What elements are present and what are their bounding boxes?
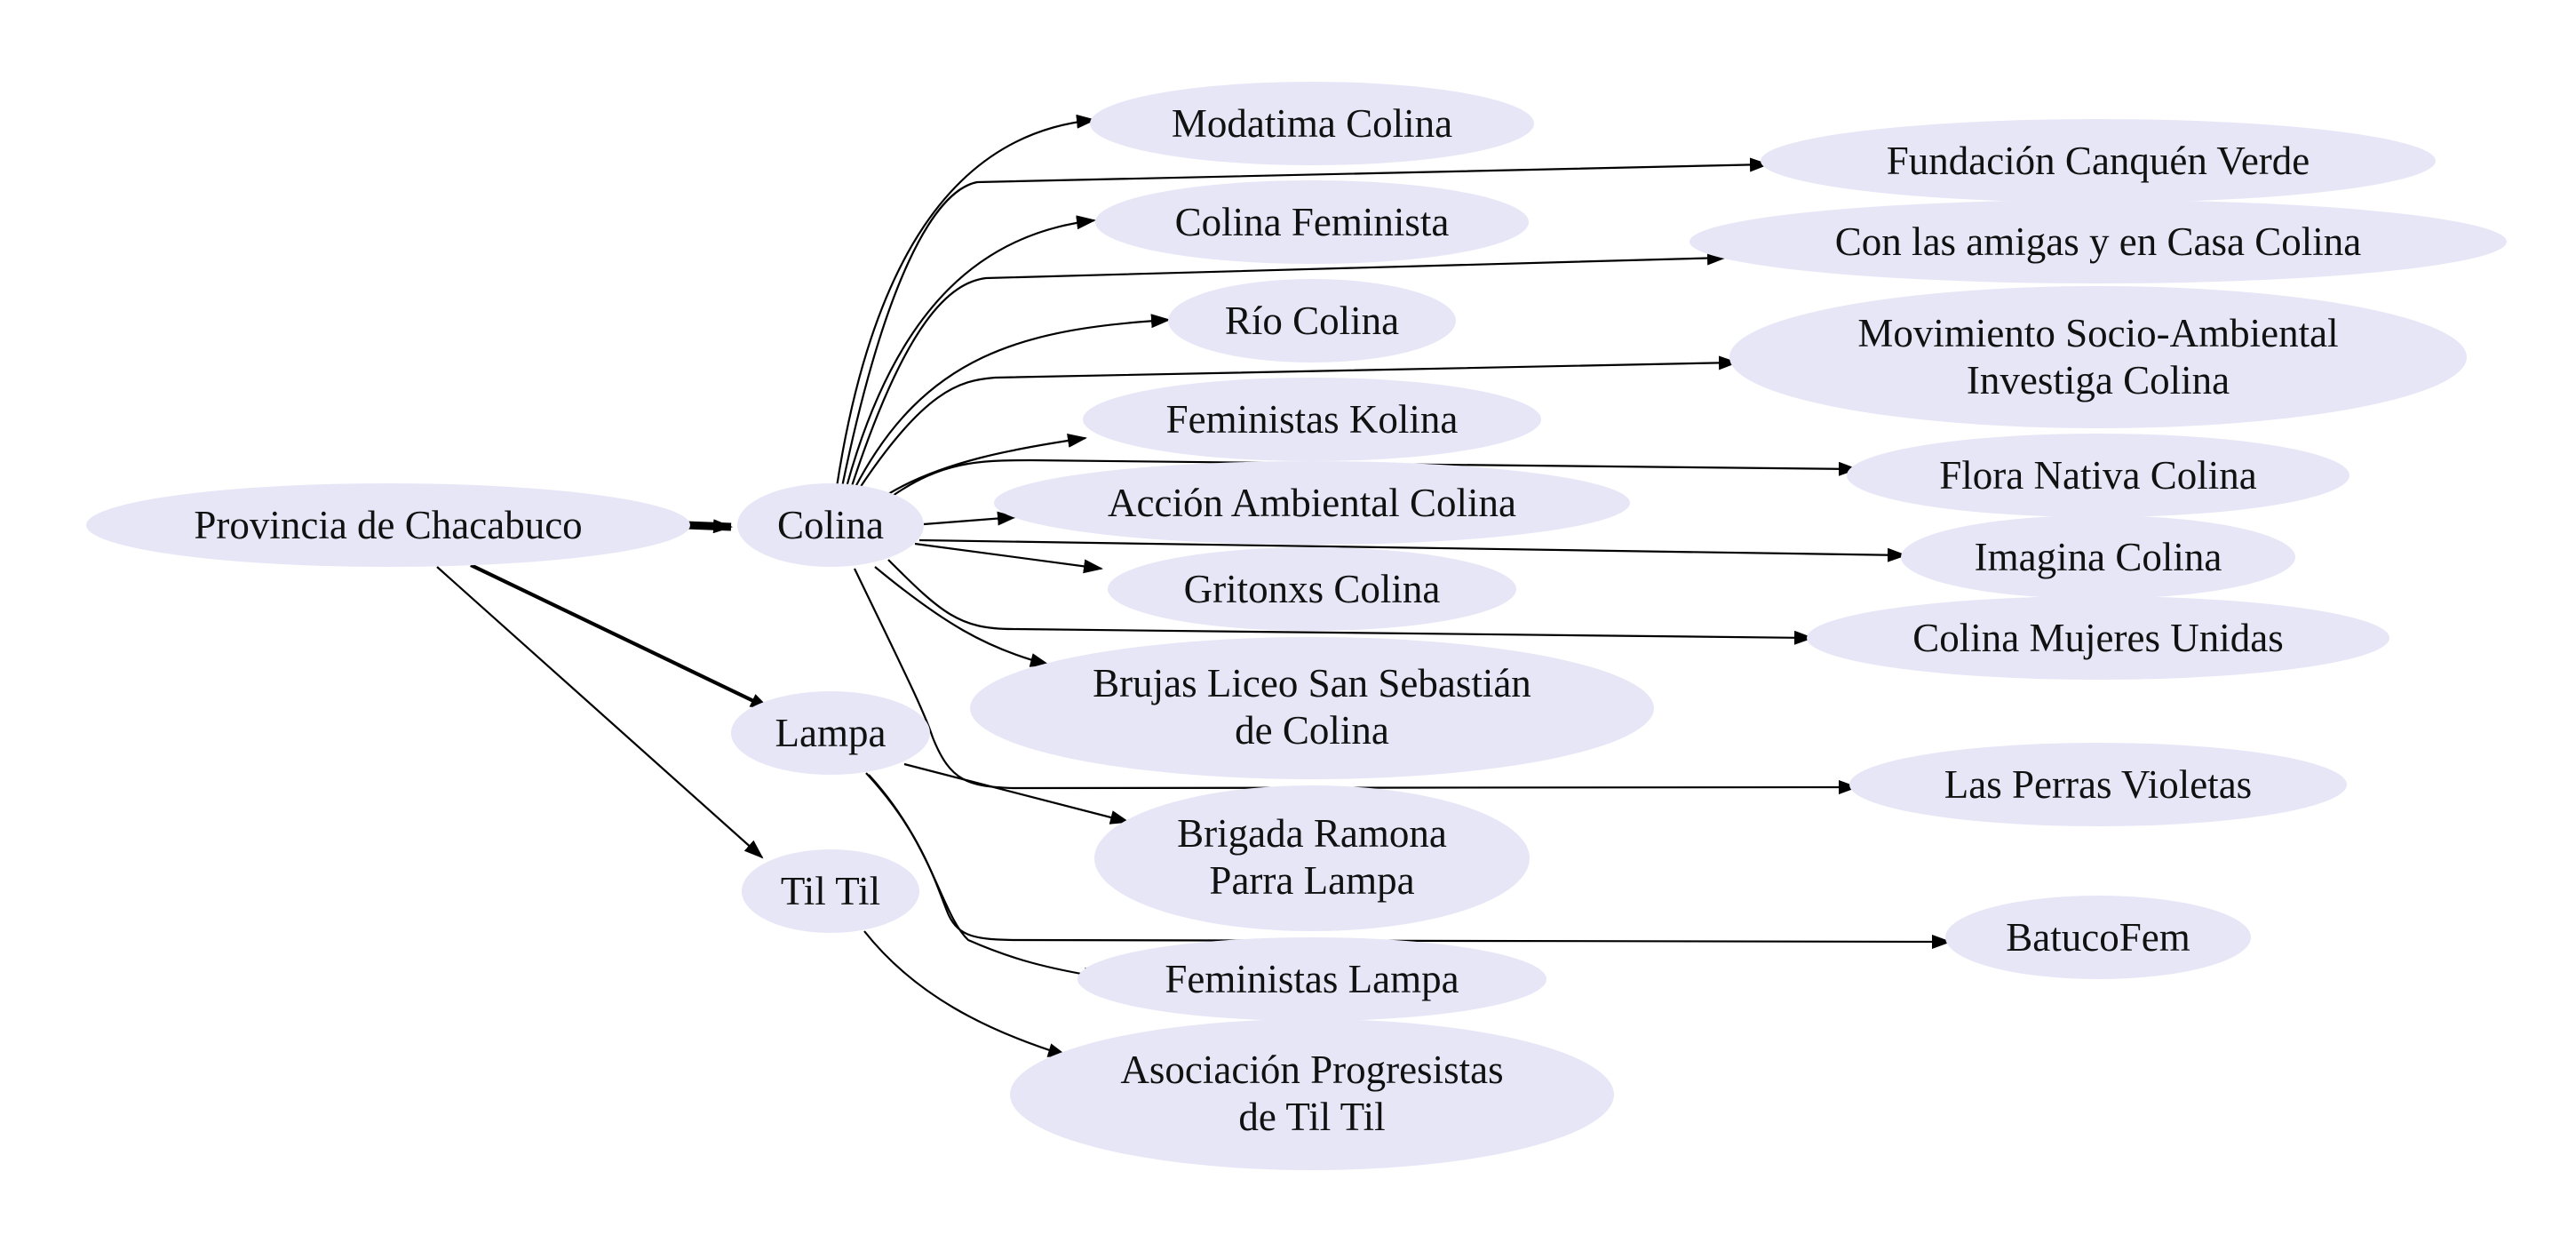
edge-colina-mujeres-unidas (887, 559, 1814, 645)
edge-colina-movimiento (857, 355, 1738, 491)
node-label: Flora Nativa Colina (1939, 453, 2256, 498)
node-label-line2: de Colina (1235, 708, 1389, 753)
node-label: Río Colina (1225, 299, 1399, 343)
node-imagina-colina[interactable]: Imagina Colina (1901, 515, 2295, 599)
node-label-line2: Parra Lampa (1209, 858, 1414, 903)
node-label: Acción Ambiental Colina (1108, 481, 1516, 525)
node-rio-colina[interactable]: Río Colina (1168, 279, 1456, 363)
node-asociacion-progresistas-til-til[interactable]: Asociación Progresistas de Til Til (1010, 1019, 1614, 1170)
node-colina-feminista[interactable]: Colina Feminista (1095, 180, 1529, 264)
edge-provincia-colina (685, 519, 733, 534)
edge-colina-gritonxs (914, 542, 1103, 574)
edge-colina-feministas-kolina (887, 433, 1087, 495)
edge-provincia-lampa (470, 563, 770, 710)
node-label: Las Perras Violetas (1944, 762, 2252, 807)
edge-colina-imagina (918, 538, 1907, 562)
node-brigada-ramona-parra-lampa[interactable]: Brigada Ramona Parra Lampa (1094, 785, 1530, 931)
node-colina[interactable]: Colina (737, 483, 924, 567)
node-label: Colina Mujeres Unidas (1912, 616, 2283, 660)
node-flora-nativa-colina[interactable]: Flora Nativa Colina (1847, 434, 2349, 517)
node-label-line2: de Til Til (1238, 1095, 1385, 1139)
edge-colina-fundacion (840, 157, 1769, 488)
node-feministas-kolina[interactable]: Feministas Kolina (1083, 378, 1541, 461)
node-lampa[interactable]: Lampa (731, 691, 930, 775)
node-label-line1: Movimiento Socio-Ambiental (1857, 311, 2338, 355)
edge-colina-flora-nativa (892, 458, 1858, 497)
node-label: Con las amigas y en Casa Colina (1835, 219, 2361, 264)
edge-lampa-brigada-ramona (903, 762, 1130, 825)
node-label: Modatima Colina (1172, 101, 1452, 146)
node-label-line1: Brigada Ramona (1177, 811, 1447, 856)
edge-colina-con-las-amigas (849, 251, 1727, 490)
node-label: Provincia de Chacabuco (194, 503, 582, 547)
node-label: Feministas Kolina (1166, 397, 1459, 442)
edge-colina-modatima (835, 114, 1096, 488)
node-label: Gritonxs Colina (1184, 567, 1441, 611)
node-provincia-de-chacabuco[interactable]: Provincia de Chacabuco (86, 483, 690, 567)
node-brujas-liceo-san-sebastian[interactable]: Brujas Liceo San Sebastián de Colina (970, 637, 1654, 779)
node-con-las-amigas[interactable]: Con las amigas y en Casa Colina (1690, 200, 2507, 283)
edge-colina-accion-ambiental (923, 511, 1017, 526)
node-colina-mujeres-unidas[interactable]: Colina Mujeres Unidas (1807, 596, 2389, 680)
nodes: Provincia de Chacabuco Colina Lampa Til … (86, 82, 2507, 1170)
node-accion-ambiental-colina[interactable]: Acción Ambiental Colina (994, 461, 1630, 545)
node-til-til[interactable]: Til Til (742, 849, 919, 933)
node-modatima-colina[interactable]: Modatima Colina (1090, 82, 1534, 165)
edge-colina-brujas (874, 566, 1050, 667)
edge-colina-rio-colina (854, 314, 1171, 490)
edge-tiltil-asociacion (863, 930, 1068, 1057)
node-label: Feministas Lampa (1165, 957, 1459, 1001)
node-las-perras-violetas[interactable]: Las Perras Violetas (1849, 743, 2347, 826)
edge-lampa-feministas-lampa (868, 774, 1103, 982)
node-label: Colina (777, 503, 884, 547)
node-label-line2: Investiga Colina (1967, 358, 2230, 402)
edge-colina-colina-feminista (845, 215, 1096, 488)
node-label-line1: Brujas Liceo San Sebastián (1093, 661, 1531, 705)
edge-provincia-tiltil (436, 566, 764, 859)
node-gritonxs-colina[interactable]: Gritonxs Colina (1108, 547, 1516, 631)
node-label: Lampa (775, 711, 886, 755)
node-feministas-lampa[interactable]: Feministas Lampa (1077, 937, 1546, 1021)
edge-colina-perras-violetas (854, 568, 1858, 795)
node-movimiento-socio-ambiental[interactable]: Movimiento Socio-Ambiental Investiga Col… (1729, 286, 2467, 428)
node-label: Imagina Colina (1975, 535, 2222, 579)
edges (436, 114, 1952, 1057)
node-fundacion-canquen-verde[interactable]: Fundación Canquén Verde (1761, 119, 2436, 203)
node-label: BatucoFem (2006, 915, 2190, 960)
node-label: Colina Feminista (1175, 200, 1450, 244)
node-batucofem[interactable]: BatucoFem (1945, 896, 2251, 979)
node-label: Til Til (781, 869, 880, 913)
node-label: Fundación Canquén Verde (1887, 139, 2310, 183)
node-label-line1: Asociación Progresistas (1120, 1048, 1503, 1092)
